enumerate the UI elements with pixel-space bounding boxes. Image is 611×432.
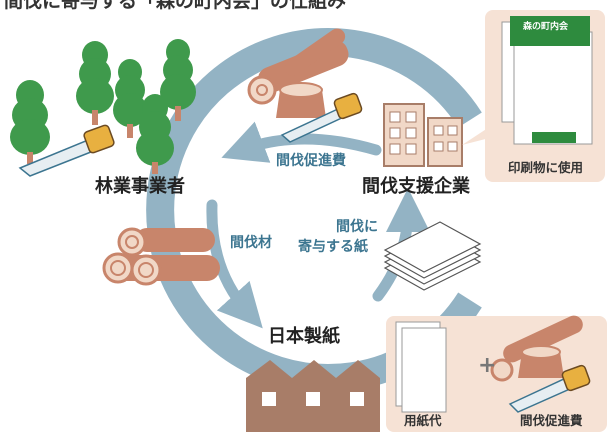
stump-icon <box>276 82 326 118</box>
tree-2 <box>113 59 147 138</box>
felled-log-illustration <box>247 28 349 105</box>
print-box <box>462 10 605 182</box>
node-supporter: 間伐支援企業 <box>362 176 470 197</box>
office-building-icon <box>383 103 463 167</box>
node-paper-maker: 日本製紙 <box>268 326 340 347</box>
tree-4 <box>10 80 50 164</box>
cost-paper-label: 用紙代 <box>404 413 442 428</box>
tree-3 <box>160 39 196 121</box>
flow-label-promotion-fee: 間伐促進費 <box>276 153 346 169</box>
saw-icon <box>18 124 115 177</box>
log-pile-illustration <box>102 227 220 286</box>
factory-icon <box>246 360 380 432</box>
logo-text: 森の町内会 <box>523 22 569 32</box>
mini-saw-icon <box>508 364 591 413</box>
flow-label-paper-line1: 間伐に <box>336 219 378 235</box>
arrow-thinned-wood <box>206 199 263 329</box>
tree-5 <box>136 94 174 174</box>
forest-illustration <box>10 39 196 174</box>
cost-box <box>386 315 607 432</box>
plus-sign: + <box>478 353 497 378</box>
mini-log-stump-icon <box>490 315 583 382</box>
saw-top-icon <box>280 92 363 143</box>
paper-stack-icon <box>383 221 482 291</box>
print-box-label: 印刷物に使用 <box>508 160 584 175</box>
diagram-title: 間伐に寄与する「森の町内会」の仕組み <box>4 0 347 12</box>
flow-label-paper-line2: 寄与する紙 <box>298 239 368 255</box>
node-forestry: 林業事業者 <box>95 176 185 197</box>
arrow-promotion-fee <box>221 121 382 163</box>
tree-1 <box>76 41 114 125</box>
cost-promotion-label: 間伐促進費 <box>520 413 583 428</box>
flow-label-thinned-wood: 間伐材 <box>230 235 272 251</box>
